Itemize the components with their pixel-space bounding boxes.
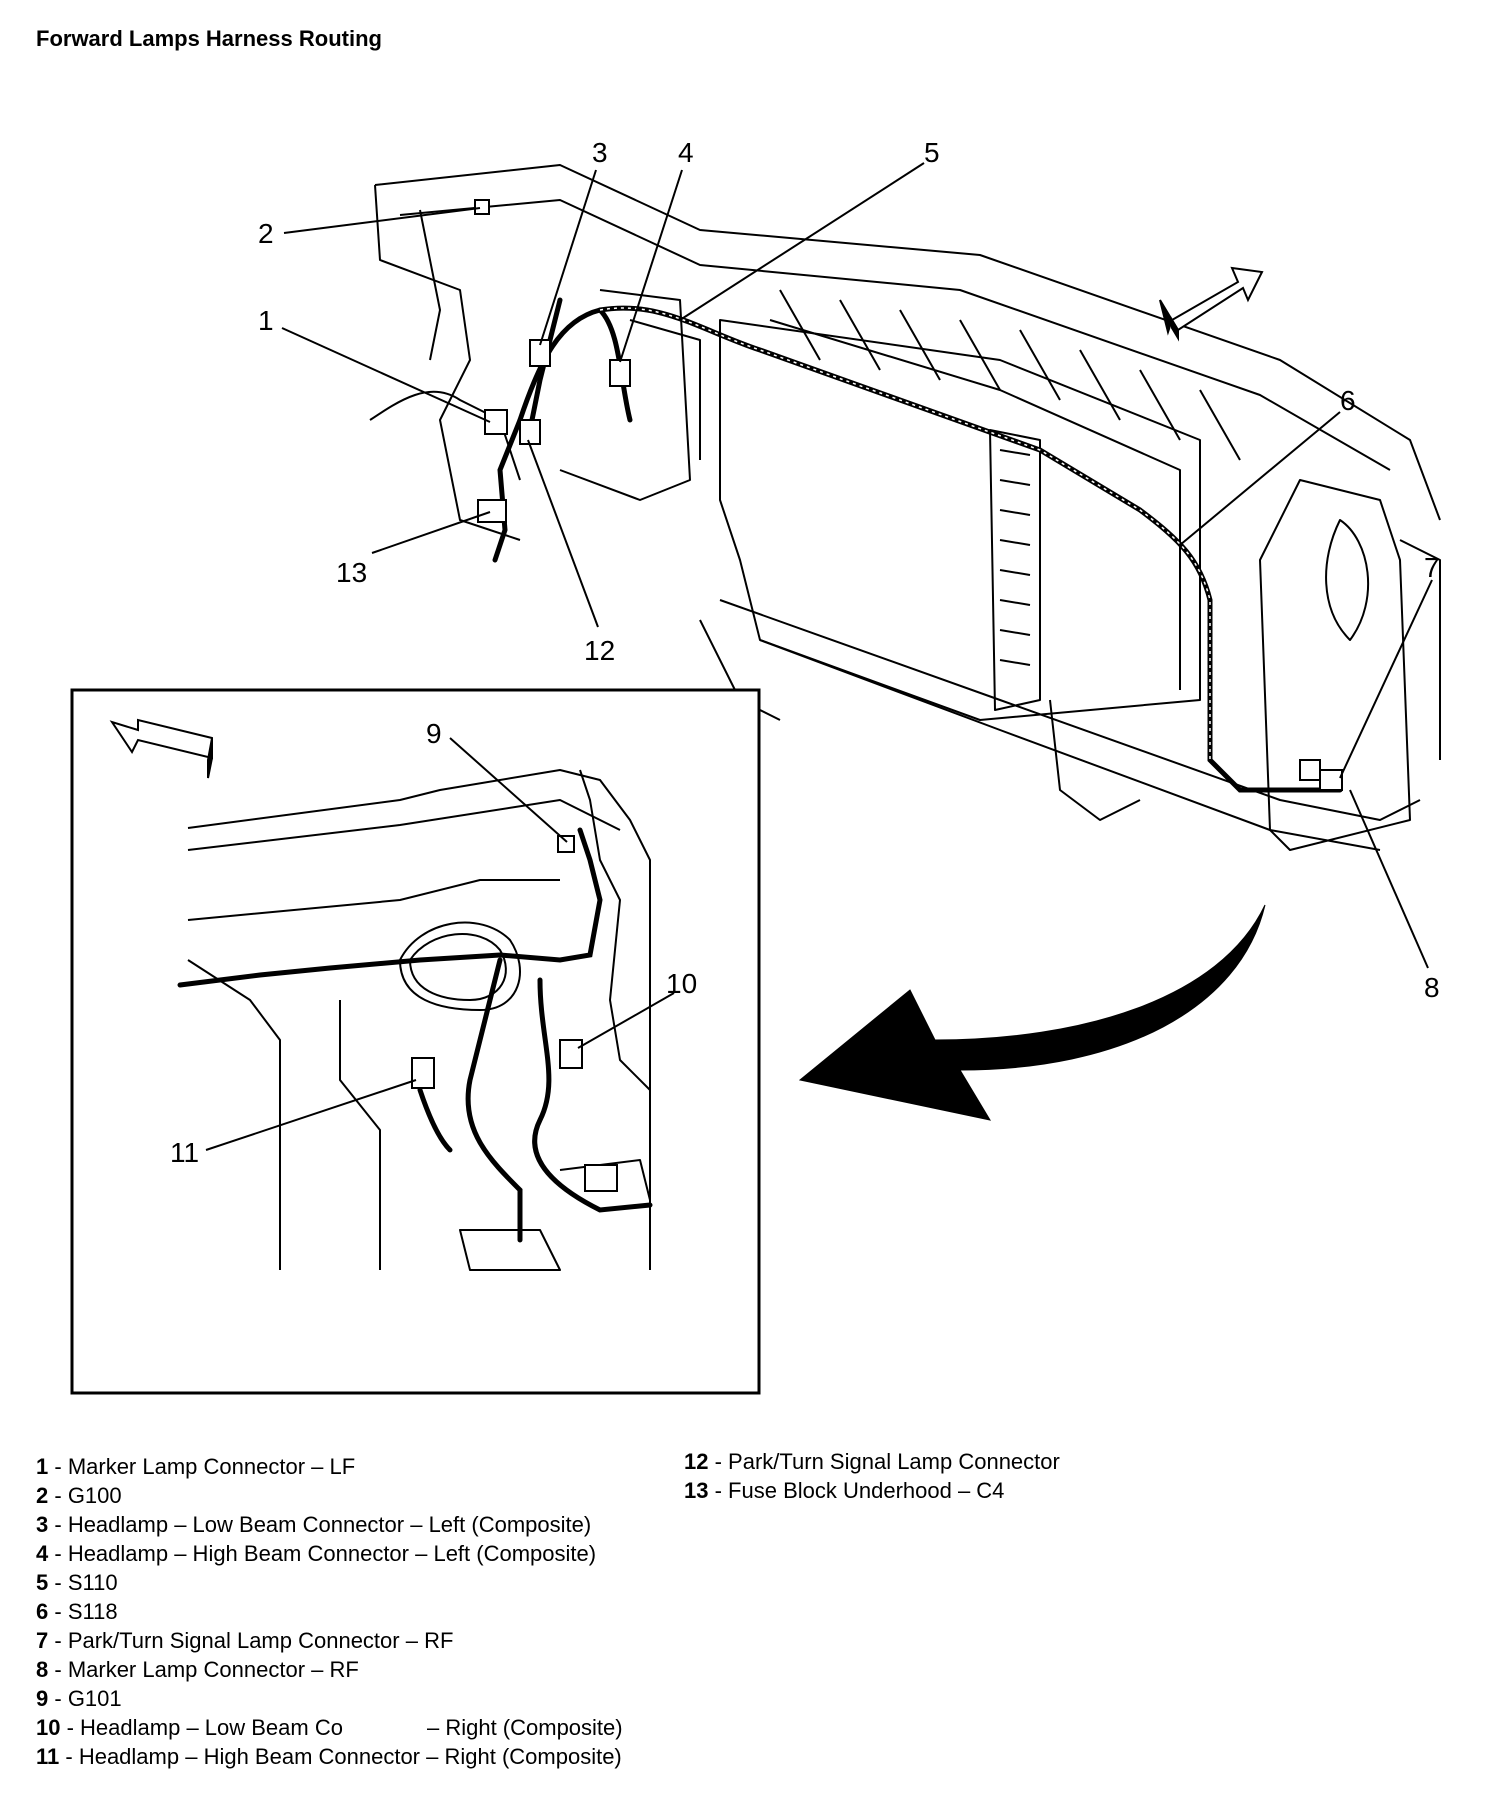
legend-item: 5 - S110	[36, 1568, 623, 1597]
legend-text: S110	[67, 1570, 118, 1595]
callout-9: 9	[426, 718, 442, 749]
legend-num: 1	[36, 1454, 49, 1479]
inset-detail-drawing	[187, 769, 651, 1271]
leader-5	[679, 162, 925, 321]
legend-sep: -	[48, 1657, 68, 1682]
leader-8	[1349, 789, 1429, 969]
leader-7	[1339, 579, 1433, 779]
legend-item: 9 - G101	[36, 1684, 623, 1713]
legend-sep: -	[48, 1483, 68, 1508]
legend-num: 3	[36, 1512, 49, 1537]
legend-sep: -	[48, 1686, 68, 1711]
leader-3	[539, 169, 597, 346]
leader-lines	[205, 162, 1433, 1151]
callout-11: 11	[170, 1137, 199, 1168]
legend-text: Marker Lamp Connector – LF	[67, 1454, 356, 1479]
callout-10: 10	[666, 968, 697, 999]
forward-arrow-icon	[1159, 266, 1264, 342]
legend-text: Park/Turn Signal Lamp Connector – RF	[67, 1628, 454, 1653]
legend-column-1: 1 - Marker Lamp Connector – LF 2 - G100 …	[36, 1452, 623, 1771]
legend-item: 6 - S118	[36, 1597, 623, 1626]
legend-item: 8 - Marker Lamp Connector – RF	[36, 1655, 623, 1684]
leader-4	[619, 169, 683, 363]
leader-13	[371, 511, 491, 554]
legend-text: Headlamp – High Beam Connector – Right (…	[78, 1744, 622, 1769]
legend-sep: -	[48, 1512, 68, 1537]
legend-column-2: 12 - Park/Turn Signal Lamp Connector 13 …	[684, 1447, 1060, 1505]
legend-num: 2	[36, 1483, 49, 1508]
legend-sep: -	[48, 1570, 68, 1595]
inset-connectors	[411, 835, 618, 1192]
detail-inset-frame	[70, 688, 761, 1395]
callout-3: 3	[592, 137, 608, 168]
legend-sep: -	[48, 1541, 68, 1566]
curved-arrow-icon	[798, 904, 1266, 1121]
legend-text: – Right (Composite)	[426, 1715, 623, 1740]
callout-6: 6	[1340, 385, 1356, 416]
legend-num: 7	[36, 1628, 49, 1653]
callout-numbers: 1 2 3 4 5 6 7 8 9 10 11 12 13	[170, 137, 1440, 1168]
leader-10	[577, 992, 675, 1049]
leader-12	[527, 439, 599, 628]
callout-5: 5	[924, 137, 940, 168]
inset-harness	[177, 827, 653, 1243]
legend-item: 4 - Headlamp – High Beam Connector – Lef…	[36, 1539, 623, 1568]
legend-sep: -	[48, 1454, 68, 1479]
callout-13: 13	[336, 557, 367, 588]
legend-num: 6	[36, 1599, 49, 1624]
legend-text: Headlamp – Low Beam Co	[80, 1715, 343, 1740]
legend-num: 13	[684, 1478, 709, 1503]
legend-num: 10	[36, 1715, 61, 1740]
legend-item: 11 - Headlamp – High Beam Connector – Ri…	[36, 1742, 623, 1771]
legend-text: Headlamp – High Beam Connector – Left (C…	[67, 1541, 597, 1566]
legend-sep: -	[59, 1744, 79, 1769]
legend-sep: -	[48, 1599, 68, 1624]
legend-num: 8	[36, 1657, 49, 1682]
legend-item: 3 - Headlamp – Low Beam Connector – Left…	[36, 1510, 623, 1539]
legend-item: 2 - G100	[36, 1481, 623, 1510]
callout-7: 7	[1424, 552, 1440, 583]
legend-item: 12 - Park/Turn Signal Lamp Connector	[684, 1447, 1060, 1476]
legend-num: 9	[36, 1686, 49, 1711]
legend-num: 5	[36, 1570, 49, 1595]
legend-num: 11	[36, 1744, 60, 1769]
callout-4: 4	[678, 137, 694, 168]
callout-1: 1	[258, 305, 274, 336]
legend-item: 1 - Marker Lamp Connector – LF	[36, 1452, 623, 1481]
leader-11	[205, 1079, 417, 1151]
leader-1	[281, 327, 491, 423]
legend-sep: -	[60, 1715, 81, 1740]
leader-9	[449, 737, 568, 843]
diagram-title: Forward Lamps Harness Routing	[36, 26, 382, 51]
legend-text: G101	[67, 1686, 122, 1711]
callout-12: 12	[584, 635, 615, 666]
legend-text: Marker Lamp Connector – RF	[67, 1657, 359, 1682]
legend-item: 7 - Park/Turn Signal Lamp Connector – RF	[36, 1626, 623, 1655]
legend-num: 4	[36, 1541, 49, 1566]
legend-item: 10 - Headlamp – Low Beam Co – Right (Comp…	[36, 1713, 623, 1742]
legend-sep: -	[708, 1449, 729, 1474]
main-harness	[492, 297, 1343, 793]
legend-num: 12	[684, 1449, 709, 1474]
callout-2: 2	[258, 218, 274, 249]
legend-text: Fuse Block Underhood – C4	[728, 1478, 1005, 1503]
legend-text: S118	[67, 1599, 118, 1624]
callout-8: 8	[1424, 972, 1440, 1003]
radiator-support-drawing	[369, 164, 1441, 851]
inset-forward-arrow-icon	[109, 718, 213, 779]
leader-6	[1179, 411, 1341, 546]
legend-sep: -	[48, 1628, 68, 1653]
legend-text: Park/Turn Signal Lamp Connector	[728, 1449, 1060, 1474]
legend-text: G100	[67, 1483, 122, 1508]
legend-sep: -	[708, 1478, 729, 1503]
legend-text: Headlamp – Low Beam Connector – Left (Co…	[67, 1512, 592, 1537]
legend-item: 13 - Fuse Block Underhood – C4	[684, 1476, 1060, 1505]
leader-2	[283, 207, 481, 234]
